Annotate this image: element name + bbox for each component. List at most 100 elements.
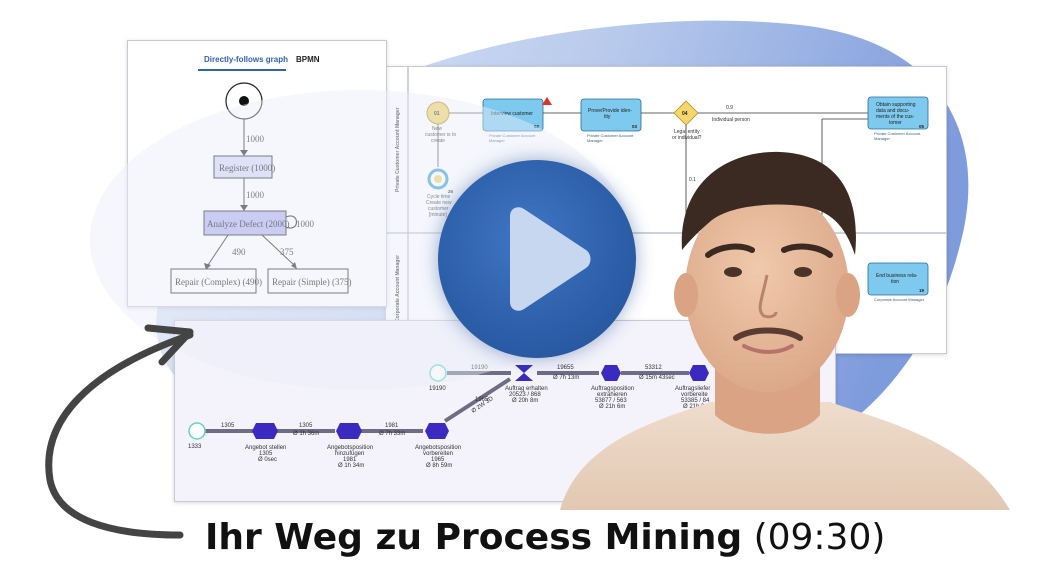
start-event-label: New <box>432 126 442 132</box>
video-title-text: Ihr Weg zu Process Mining <box>205 517 743 558</box>
edge-time: Ø 1h 36m <box>293 431 319 437</box>
node-time: Ø 1h 34m <box>338 463 364 469</box>
node-label: extrahieren <box>597 392 627 398</box>
task-label: tity <box>604 114 611 120</box>
edge-time: Ø 7h 13m <box>553 375 579 381</box>
task-role: Manager <box>874 136 890 141</box>
node-time: Ø 20h 8m <box>512 398 538 404</box>
node-label: Register (1000) <box>219 163 275 173</box>
active-tab-underline <box>198 69 286 71</box>
timer-label: Create new <box>426 200 452 206</box>
node-label: Angebotsposition <box>327 445 373 451</box>
task-role: Manager <box>587 138 603 143</box>
self-loop-label: 1000 <box>296 219 315 229</box>
flow-probability: 0.1 <box>689 177 696 183</box>
edge-label: 19655 <box>557 365 574 371</box>
node-time: Ø 21h 6m <box>599 404 625 410</box>
gateway-number: 04 <box>682 111 688 117</box>
start-event-label: customer is to <box>425 132 456 138</box>
presenter-photo <box>560 151 1010 510</box>
edge-label: 1981 <box>385 423 399 429</box>
video-duration: (09:30) <box>753 517 886 558</box>
activity-node[interactable] <box>425 423 449 439</box>
node-count: 53877 / 563 <box>595 398 627 404</box>
start-node[interactable] <box>429 364 447 382</box>
activity-node[interactable] <box>252 423 278 439</box>
node-count: 1981 <box>343 457 357 463</box>
activity-node-hourglass[interactable] <box>515 365 533 381</box>
timer-label: customer <box>428 206 449 212</box>
node-count: 20523 / 868 <box>509 392 541 398</box>
task-end-relation[interactable] <box>867 262 929 296</box>
node-label: Angebot stellen <box>245 445 286 451</box>
edge-label: 53312 <box>645 365 662 371</box>
task-number: 03 <box>632 124 638 129</box>
edge-label: 1305 <box>221 423 235 429</box>
edge-label: 1305 <box>299 423 313 429</box>
node-repair-simple[interactable] <box>267 268 349 294</box>
task-role: Private Customer Account <box>587 133 634 138</box>
node-label: Angebotsposition <box>415 445 461 451</box>
task-number: 05 <box>919 124 925 129</box>
task-label: tion <box>891 279 899 285</box>
flow-label: Individual person <box>712 117 750 123</box>
node-label: Repair (Complex) (490) <box>175 277 262 287</box>
task-prove-identity[interactable] <box>580 98 642 132</box>
node-register[interactable] <box>213 155 273 179</box>
lane-label-corporate: Corporate Account Manager <box>395 255 401 322</box>
gateway-label: Legal entity <box>674 129 700 135</box>
node-analyze-defect[interactable] <box>203 210 287 236</box>
timer-label: Cycle time <box>427 194 451 200</box>
edge-label: 19190 <box>471 365 488 371</box>
play-icon <box>510 207 591 311</box>
task-number: 02 <box>534 124 540 129</box>
lane-label-private: Private Customer Account Manager <box>395 107 401 192</box>
tab-directly-follows-graph[interactable]: Directly-follows graph <box>204 55 289 64</box>
task-role: Private Customer Account <box>874 131 921 136</box>
dfg-card: Directly-follows graph BPMN 1000 Registe… <box>127 40 387 307</box>
task-label: End business rela- <box>876 273 918 279</box>
task-role: Manager <box>489 138 505 143</box>
activity-node[interactable] <box>336 423 362 439</box>
node-label: hinzufügen <box>335 451 364 457</box>
warning-icon <box>542 97 552 105</box>
node-label: vorbereiten <box>423 451 453 457</box>
node-label: Analyze Defect (2000) <box>207 219 289 229</box>
task-role: Private Customer Account <box>489 133 536 138</box>
edge-label: 490 <box>232 247 246 257</box>
task-label: Prove/Provide iden- <box>588 108 632 114</box>
task-obtain-data[interactable] <box>867 96 929 130</box>
tab-bpmn[interactable]: BPMN <box>296 55 320 64</box>
video-title: Ihr Weg zu Process Mining (09:30) <box>205 517 885 558</box>
play-button[interactable] <box>438 160 636 358</box>
node-time: Ø 8h 59m <box>426 463 452 469</box>
start-event-number: 01 <box>434 111 440 117</box>
node-repair-complex[interactable] <box>170 268 257 294</box>
activity-node[interactable] <box>689 365 709 381</box>
activity-node[interactable] <box>601 365 621 381</box>
task-label: tomer <box>889 120 902 126</box>
task-label: Interview customer <box>491 111 533 117</box>
curved-arrow-icon <box>45 324 194 539</box>
flow-probability: 0.9 <box>726 105 733 111</box>
node-count: 1305 <box>259 451 273 457</box>
node-count: 1333 <box>188 444 202 450</box>
edge-time: Ø 15m 43sec <box>639 375 675 381</box>
node-label: Auftragsposition <box>591 386 634 392</box>
task-role: Corporate Account Manager <box>874 297 925 302</box>
task-interview-customer[interactable] <box>482 98 544 132</box>
timer-number: 26 <box>448 189 454 194</box>
edge-label: 375 <box>280 247 294 257</box>
gateway-label: or individual? <box>672 135 702 141</box>
edge-time: Ø 7h 33m <box>379 431 405 437</box>
node-label: vorbereite <box>681 392 708 398</box>
start-node[interactable] <box>188 422 206 440</box>
task-label: Obtain supporting <box>876 102 916 108</box>
edge-label: 1000 <box>246 134 265 144</box>
node-count: 53385 / 84 <box>681 398 710 404</box>
task-label: data and docu- <box>876 108 910 114</box>
node-label: Repair (Simple) (375) <box>272 277 351 287</box>
timer-label: [minute] <box>429 212 447 218</box>
edge-label: 1965 <box>475 397 489 403</box>
node-time: Ø 0sec <box>258 457 277 463</box>
